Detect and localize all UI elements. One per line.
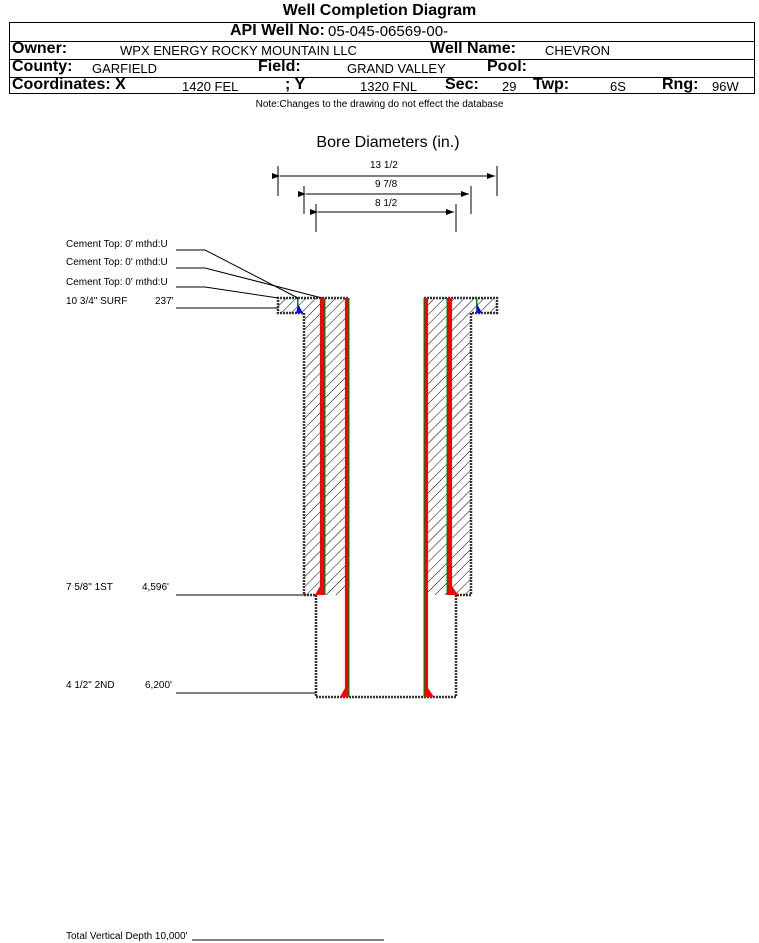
api-value: 05-045-06569-00- <box>328 23 449 40</box>
coord-y-value: 1320 FNL <box>360 79 418 94</box>
well-name-value: CHEVRON <box>545 43 611 58</box>
bore-dimension-lines <box>272 166 498 232</box>
coord-y-label: ; Y <box>285 76 306 93</box>
cement-top-label-1: Cement Top: 0' mthd:U <box>66 239 168 250</box>
well-name-label: Well Name: <box>430 40 516 57</box>
owner-label: Owner: <box>12 40 68 57</box>
diagram-title: Well Completion Diagram <box>282 2 477 19</box>
api-row: API Well No: 05-045-06569-00- <box>10 22 754 42</box>
coord-x-label: Coordinates: X <box>12 76 126 93</box>
owner-row: Owner: WPX ENERGY ROCKY MOUNTAIN LLC Wel… <box>10 40 754 60</box>
second-casing-name: 4 1/2" 2ND <box>66 680 115 691</box>
cement-top-label-2: Cement Top: 0' mthd:U <box>66 257 168 268</box>
county-value: GARFIELD <box>92 61 158 76</box>
bore-label-13-1-2: 13 1/2 <box>370 160 398 171</box>
twp-label: Twp: <box>533 76 570 93</box>
casing-strings <box>297 298 478 697</box>
bore-label-9-7-8: 9 7/8 <box>375 179 398 190</box>
note: Note:Changes to the drawing do not effec… <box>255 99 504 110</box>
api-label: API Well No: <box>230 22 325 39</box>
first-casing-name: 7 5/8" 1ST <box>66 582 113 593</box>
field-value: GRAND VALLEY <box>347 61 446 76</box>
county-row: County: GARFIELD Field: GRAND VALLEY Poo… <box>10 58 754 78</box>
cement-top-label-3: Cement Top: 0' mthd:U <box>66 277 168 288</box>
pool-label: Pool: <box>487 58 527 75</box>
first-casing-depth: 4,596' <box>142 582 169 593</box>
cement-hatching <box>278 298 497 595</box>
coord-x-value: 1420 FEL <box>182 79 239 94</box>
field-label: Field: <box>258 58 301 75</box>
sec-value: 29 <box>502 79 517 94</box>
rng-value: 96W <box>712 79 739 94</box>
leader-lines <box>176 249 384 941</box>
second-casing-depth: 6,200' <box>145 680 172 691</box>
bore-label-8-1-2: 8 1/2 <box>375 198 398 209</box>
bore-title: Bore Diameters (in.) <box>316 134 460 151</box>
rng-label: Rng: <box>662 76 699 93</box>
owner-value: WPX ENERGY ROCKY MOUNTAIN LLC <box>120 43 357 58</box>
hole-outline <box>276 296 499 699</box>
twp-value: 6S <box>610 79 626 94</box>
total-depth-label: Total Vertical Depth 10,000' <box>66 931 188 942</box>
county-label: County: <box>12 58 73 75</box>
surf-casing-name: 10 3/4" SURF <box>66 296 128 307</box>
sec-label: Sec: <box>445 76 479 93</box>
well-header-table: API Well No: 05-045-06569-00- Owner: WPX… <box>9 22 755 94</box>
surf-casing-depth: 237' <box>155 296 174 307</box>
casing-shoes <box>296 304 482 697</box>
coordinates-row: Coordinates: X 1420 FEL ; Y 1320 FNL Sec… <box>10 76 754 95</box>
